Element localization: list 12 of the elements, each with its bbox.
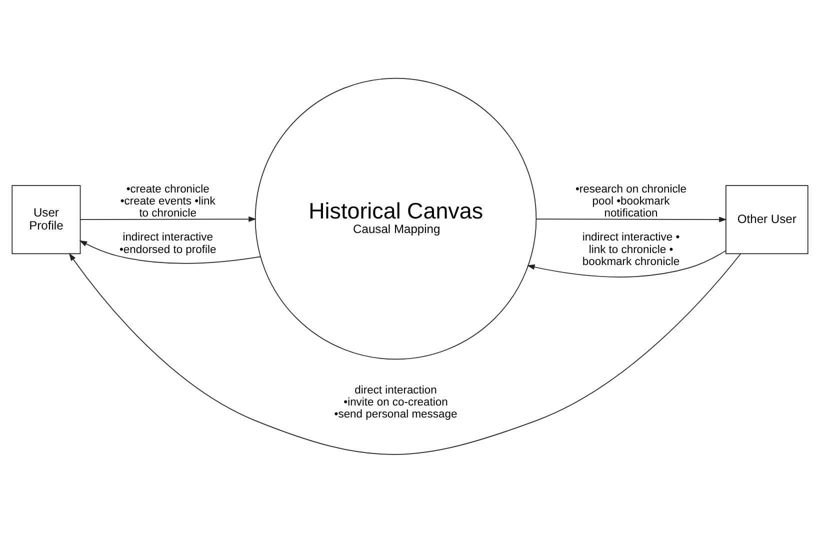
node-box: Other User [725,185,808,254]
edge-label: •research on chronicle pool •bookmark notification [575,183,687,220]
arrow [79,240,261,264]
edge-label: indirect interactive •endorsed to profile [119,232,216,256]
node-box: User Profile [12,185,81,254]
arrow [68,253,742,455]
arrow [526,250,726,278]
edge-label: indirect interactive • link to chronicle • bookmark chronicle [582,232,680,268]
arrow [80,216,256,222]
arrow [536,216,727,222]
edge-label: •create chronicle •create events •link to chronicle [120,183,216,220]
edge-label: direct interaction •invite on co-creation •send personal message [334,384,458,421]
